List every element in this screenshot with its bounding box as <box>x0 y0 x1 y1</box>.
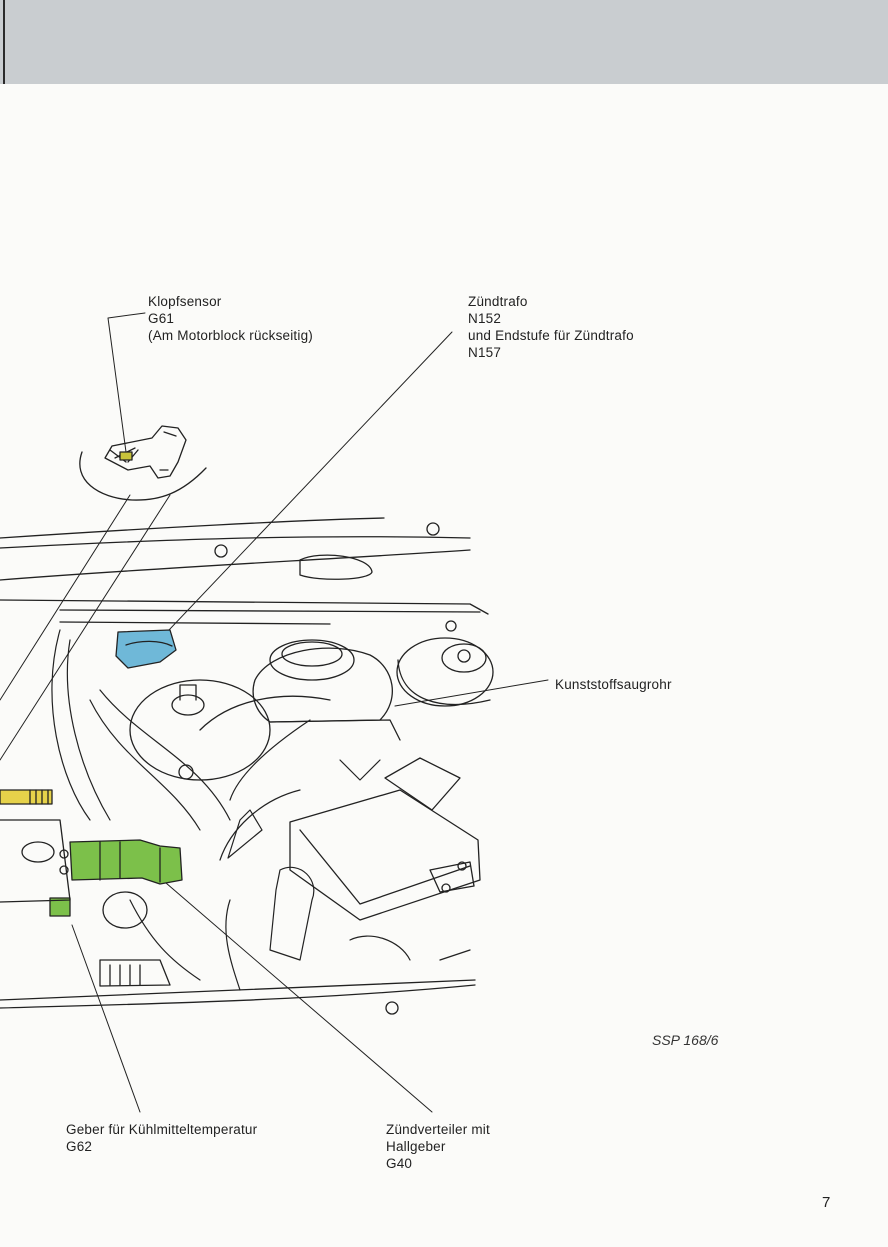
label-geber-name: Geber für Kühlmitteltemperatur <box>66 1122 258 1137</box>
air-filter-box <box>289 757 481 921</box>
label-zuendtrafo-code: N152 <box>468 311 502 326</box>
panel-hole <box>214 544 228 558</box>
front-edge <box>0 984 476 1009</box>
panel-line <box>0 517 385 539</box>
panel-line <box>59 609 481 613</box>
label-zuendverteiler-code: G40 <box>386 1156 413 1171</box>
label-geber-code: G62 <box>66 1139 93 1154</box>
panel-line <box>0 536 471 549</box>
leader-lines <box>0 312 549 1113</box>
label-zuendtrafo: Zündtrafo N152 und Endstufe für Zündtraf… <box>468 293 634 361</box>
leader-zuendverteiler <box>129 851 433 1113</box>
label-klopfsensor-code: G61 <box>148 311 175 326</box>
distributor <box>49 839 183 917</box>
label-kunststoffsaugrohr-name: Kunststoffsaugrohr <box>555 677 672 692</box>
page-number: 7 <box>822 1194 831 1211</box>
panel-hole <box>385 1001 399 1015</box>
body-panels <box>0 517 489 1015</box>
detail-bubble-tail <box>0 494 171 761</box>
knock-sensor-body <box>104 425 187 479</box>
leader-klopfsensor <box>107 312 146 453</box>
label-zuendverteiler: Zündverteiler mit Hallgeber G40 <box>386 1121 490 1172</box>
knock-sensor-detail <box>79 425 207 501</box>
panel-line <box>0 549 471 581</box>
label-zuendverteiler-name: Zündverteiler mit <box>386 1122 490 1137</box>
hoses <box>51 629 411 991</box>
coolant-sensor-area <box>0 819 171 987</box>
figure-id: SSP 168/6 <box>652 1032 719 1048</box>
knock-sensor-highlight <box>119 451 133 461</box>
knock-sensor-bracket <box>159 431 177 471</box>
intake-manifold <box>199 639 401 741</box>
detail-bubble-outline <box>79 451 207 501</box>
label-zuendtrafo-name: Zündtrafo <box>468 294 528 309</box>
panel-line <box>59 621 331 625</box>
label-geber-kuehlmitteltemperatur: Geber für Kühlmitteltemperatur G62 <box>66 1121 257 1155</box>
label-klopfsensor-name: Klopfsensor <box>148 294 222 309</box>
panel-line <box>0 599 489 615</box>
strut-tower <box>396 620 494 707</box>
yellow-connector <box>0 789 53 805</box>
label-klopfsensor: Klopfsensor G61 (Am Motorblock rückseiti… <box>148 293 313 344</box>
panel-recess <box>299 554 373 580</box>
label-zuendverteiler-hallgeber: Hallgeber <box>386 1139 446 1154</box>
left-margin-rule <box>3 0 5 84</box>
right-bracket <box>429 861 475 961</box>
label-zuendtrafo-endstufe: und Endstufe für Zündtrafo <box>468 328 634 343</box>
front-edge <box>0 979 476 1001</box>
leader-zuendtrafo <box>149 331 453 651</box>
panel-hole <box>426 522 440 536</box>
leader-geber <box>71 924 141 1113</box>
leader-kunststoffsaugrohr <box>394 679 549 707</box>
label-zuendtrafo-endstufe-code: N157 <box>468 345 502 360</box>
ignition-coil <box>115 629 177 669</box>
label-kunststoffsaugrohr: Kunststoffsaugrohr <box>555 676 672 693</box>
header-band <box>0 0 888 84</box>
label-klopfsensor-note: (Am Motorblock rückseitig) <box>148 328 313 343</box>
